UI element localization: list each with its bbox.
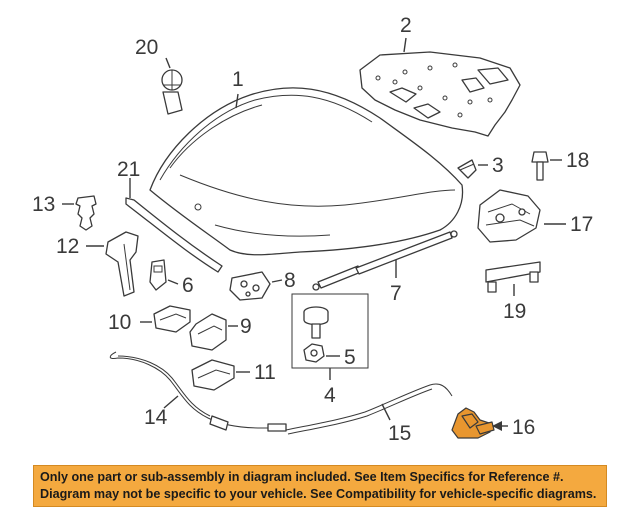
hood-insulator <box>359 51 521 137</box>
hood-bracket <box>105 231 139 297</box>
callout-7: 7 <box>390 282 402 305</box>
callout-12: 12 <box>56 235 79 258</box>
callout-15: 15 <box>388 422 411 445</box>
disclaimer-banner: Only one part or sub-assembly in diagram… <box>33 465 607 507</box>
adjust-bumper <box>75 195 97 231</box>
adjuster-group <box>291 293 369 369</box>
hood-emblem <box>161 69 183 115</box>
lift-support <box>312 230 458 291</box>
hood-panel <box>149 87 464 256</box>
callout-2: 2 <box>400 14 412 37</box>
guide <box>149 259 167 291</box>
highlighted-part-16 <box>451 407 495 439</box>
callout-6: 6 <box>182 274 194 297</box>
callout-13: 13 <box>32 193 55 216</box>
callout-11: 11 <box>254 361 276 384</box>
callout-5: 5 <box>344 346 356 369</box>
callout-14: 14 <box>144 406 168 429</box>
callout-19: 19 <box>503 300 526 323</box>
callout-10: 10 <box>108 311 131 334</box>
disclaimer-line-1: Only one part or sub-assembly in diagram… <box>40 470 564 484</box>
cable-bracket <box>191 359 235 391</box>
callout-1: 1 <box>232 68 244 91</box>
release-cable-rear <box>267 383 453 435</box>
hood-bumper <box>457 159 477 179</box>
hood-seal <box>125 197 223 273</box>
callout-3: 3 <box>492 154 504 177</box>
callout-21: 21 <box>117 158 140 181</box>
callout-4: 4 <box>324 384 336 407</box>
bolt <box>531 151 549 181</box>
latch-support <box>485 261 541 293</box>
callout-18: 18 <box>566 149 589 172</box>
callout-17: 17 <box>570 213 593 236</box>
hinge <box>229 271 271 301</box>
callout-20: 20 <box>135 36 158 59</box>
callout-8: 8 <box>284 269 296 292</box>
release-cable-front <box>109 351 284 431</box>
disclaimer-line-2: Diagram may not be specific to your vehi… <box>40 487 597 501</box>
clip <box>153 305 191 333</box>
callout-16: 16 <box>512 416 535 439</box>
release-handle <box>189 313 227 351</box>
callout-9: 9 <box>240 315 252 338</box>
hood-latch <box>477 189 541 243</box>
